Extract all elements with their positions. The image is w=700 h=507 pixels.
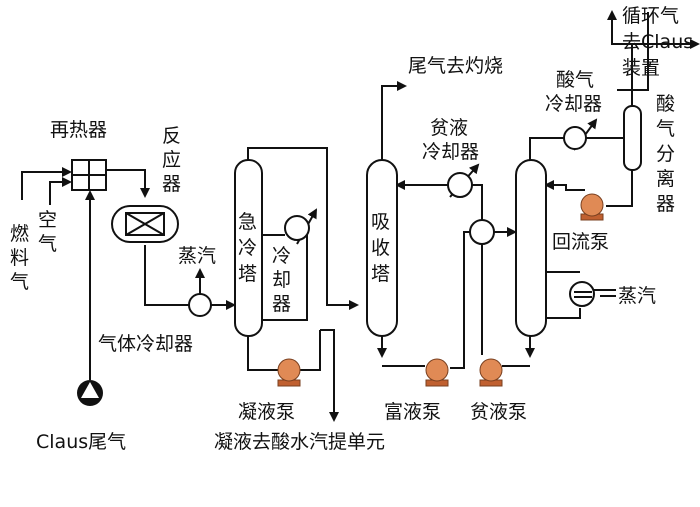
claus-gas-blower (77, 380, 103, 406)
label-acid-separator-1: 酸 (656, 93, 675, 115)
label-acid-separator-5: 器 (656, 193, 675, 215)
label-acid-cooler-2: 冷却器 (545, 93, 602, 115)
label-absorber-2: 收 (371, 237, 390, 259)
label-quench-cooler-1: 冷 (272, 245, 291, 267)
label-air-1: 空 (38, 209, 57, 231)
acid-cooler (563, 126, 587, 150)
rich-pump (425, 358, 449, 387)
label-reflux-pump: 回流泵 (552, 231, 609, 253)
label-steam-right: 蒸汽 (618, 285, 656, 307)
label-reactor-2: 应 (162, 149, 181, 171)
absorber-tower (366, 159, 398, 337)
label-condensate-pump: 凝液泵 (238, 401, 295, 423)
flow-lines (21, 10, 700, 422)
label-quench-tower-3: 塔 (238, 263, 257, 285)
label-lean-pump: 贫液泵 (470, 401, 527, 423)
label-quench-tower-2: 冷 (238, 237, 257, 259)
label-acid-cooler-1: 酸气 (556, 69, 594, 91)
condensate-pump (277, 358, 301, 387)
quench-tower (234, 159, 263, 337)
label-recycle-gas-3: 装置 (622, 57, 660, 79)
label-acid-separator-3: 分 (656, 143, 675, 165)
label-recycle-gas-2: 去Claus (622, 31, 693, 53)
lean-cooler (447, 172, 473, 198)
lean-pump (479, 358, 503, 387)
label-absorber-1: 吸 (371, 211, 390, 233)
acid-separator (623, 105, 642, 171)
label-gas-cooler: 气体冷却器 (98, 333, 193, 355)
reactor (111, 205, 179, 243)
gas-cooler (188, 293, 212, 317)
label-air-2: 气 (38, 233, 57, 255)
label-absorber-3: 塔 (371, 263, 390, 285)
label-claus-tail-gas: Claus尾气 (36, 431, 126, 453)
label-fuel-gas-2: 料 (10, 247, 29, 269)
label-lean-cooler-1: 贫液 (430, 117, 468, 139)
label-acid-separator-4: 离 (656, 168, 675, 190)
label-quench-cooler-3: 器 (272, 293, 291, 315)
label-quench-tower-1: 急 (238, 211, 257, 233)
quench-cooler (284, 215, 310, 241)
lean-rich-exchanger (469, 219, 495, 245)
label-rich-pump: 富液泵 (384, 401, 441, 423)
label-fuel-gas-3: 气 (10, 271, 29, 293)
label-lean-cooler-2: 冷却器 (422, 141, 479, 163)
label-reheater: 再热器 (50, 119, 107, 141)
label-steam-left: 蒸汽 (178, 245, 216, 267)
label-recycle-gas-1: 循环气 (622, 5, 679, 27)
reflux-pump (580, 193, 604, 221)
label-reactor-1: 反 (162, 125, 181, 147)
label-condensate-to-stripper: 凝液去酸水汽提单元 (214, 431, 385, 453)
label-fuel-gas-1: 燃 (10, 223, 29, 245)
regenerator-tower (515, 159, 547, 337)
label-quench-cooler-2: 却 (272, 269, 291, 291)
reboiler (569, 281, 595, 307)
reheater (71, 159, 107, 191)
label-acid-separator-2: 气 (656, 118, 675, 140)
label-reactor-3: 器 (162, 173, 181, 195)
label-tail-gas-incineration: 尾气去灼烧 (408, 55, 503, 77)
